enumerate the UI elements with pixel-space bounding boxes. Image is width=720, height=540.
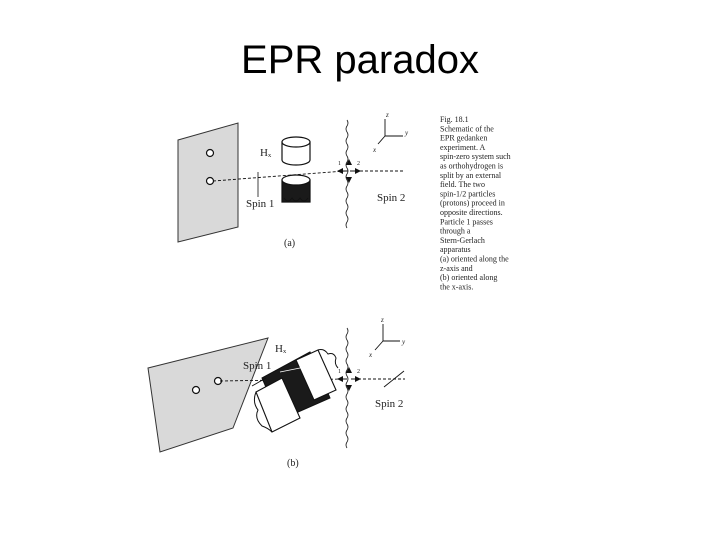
svg-text:x: x xyxy=(368,351,373,359)
svg-text:z: z xyxy=(380,316,384,324)
spot-left-b xyxy=(191,385,201,395)
svg-text:z: z xyxy=(385,111,389,119)
particle2-label-a: 2 xyxy=(357,161,360,167)
source-line-b xyxy=(345,327,349,449)
slide-title: EPR paradox xyxy=(241,38,479,82)
spot-upper-a xyxy=(205,148,215,158)
magnet-label-b: Hₓ xyxy=(275,343,287,355)
svg-text:y: y xyxy=(404,129,409,137)
particle2-label-b: 2 xyxy=(357,369,360,375)
caption-line: opposite directions. xyxy=(440,208,503,217)
spin1-label-b: Spin 1 xyxy=(243,360,271,372)
caption-line: experiment. A xyxy=(440,143,486,152)
magnet-lower-a xyxy=(281,174,311,203)
caption-line: Fig. 18.1 xyxy=(440,115,469,124)
caption-line: (protons) proceed in xyxy=(440,199,505,208)
caption-line: (b) oriented along xyxy=(440,273,497,282)
magnet-b xyxy=(253,349,339,433)
magnet-label-a: Hₓ xyxy=(260,147,272,159)
panel-b: Hₓ Spin 1 Spin 2 (b) 1 2 z y x xyxy=(147,316,406,469)
caption-line: split by an external xyxy=(440,171,502,180)
panel-label-a: (a) xyxy=(284,238,295,249)
caption-line: through a xyxy=(440,227,471,236)
svg-text:x: x xyxy=(372,146,377,154)
caption-line: Schematic of the xyxy=(440,124,494,133)
caption-line: as orthohydrogen is xyxy=(440,162,503,171)
caption-line: EPR gedanken xyxy=(440,134,487,143)
panel-a: Hₓ Spin 1 Spin 2 (a) 1 2 z y x xyxy=(177,111,409,249)
detector-screen-b xyxy=(147,337,269,453)
spot-lower-a xyxy=(205,176,215,186)
caption-line: apparatus xyxy=(440,245,471,254)
svg-text:y: y xyxy=(401,338,406,346)
magnet-upper-a xyxy=(281,136,311,166)
spin2-label-b: Spin 2 xyxy=(375,398,403,410)
caption-line: the x-axis. xyxy=(440,282,473,291)
caption-line: (a) oriented along the xyxy=(440,255,509,264)
caption-line: field. The two xyxy=(440,180,485,189)
source-line-a xyxy=(345,119,349,229)
spin1-label-a: Spin 1 xyxy=(246,198,274,210)
caption-line: z-axis and xyxy=(440,264,473,273)
caption-line: Particle 1 passes xyxy=(440,217,493,226)
panel-label-b: (b) xyxy=(287,458,299,469)
caption-line: spin-zero system such xyxy=(440,152,511,161)
caption-line: spin-1/2 particles xyxy=(440,189,495,198)
caption-line: Stern-Gerlach xyxy=(440,236,485,245)
particle1-label-a: 1 xyxy=(338,161,341,167)
axes-a: z y x xyxy=(372,111,409,154)
particle1-label-b: 1 xyxy=(338,369,341,375)
spin2-label-a: Spin 2 xyxy=(377,192,405,204)
axes-b: z y x xyxy=(368,316,406,359)
